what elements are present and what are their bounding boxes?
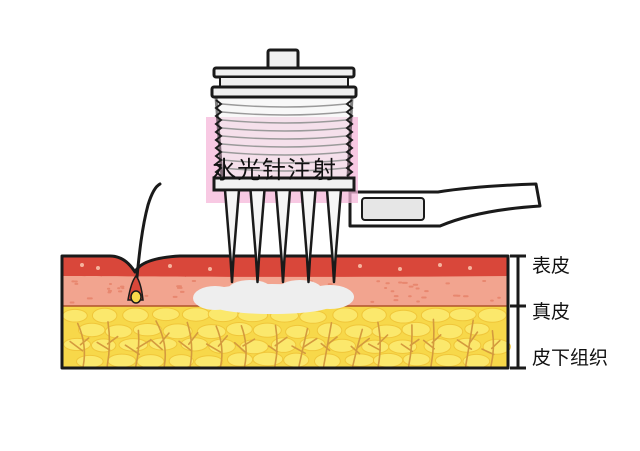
- injection-device: [206, 48, 542, 284]
- epidermis-label: 表皮: [532, 255, 571, 277]
- needle: [300, 188, 317, 284]
- needle: [325, 188, 343, 284]
- hair-follicle-icon: [127, 182, 162, 304]
- dermis-label: 真皮: [532, 301, 571, 323]
- needle: [223, 188, 241, 284]
- layer-bracket: [510, 254, 526, 370]
- subcutaneous-label: 皮下组织: [532, 347, 609, 369]
- needle-array: [223, 188, 343, 284]
- needle: [249, 188, 266, 284]
- needle: [274, 188, 292, 284]
- serum-cloud: [193, 280, 354, 314]
- diagram-title: 水光针注射: [212, 156, 337, 184]
- blood-vessels: [69, 318, 501, 367]
- subcutaneous-layer: [62, 306, 511, 370]
- device-cable-handle: [348, 182, 542, 228]
